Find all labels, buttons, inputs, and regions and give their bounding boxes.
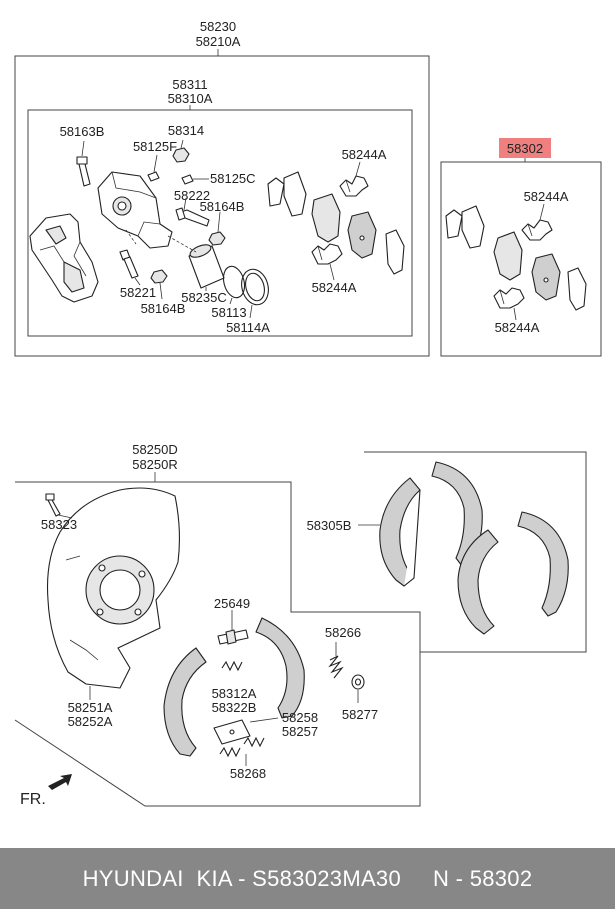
label-58266: 58266 xyxy=(325,625,361,640)
label-58258: 58258 xyxy=(282,710,318,725)
label-58310A: 58310A xyxy=(168,91,213,106)
pad-outer-caliper xyxy=(347,211,377,259)
caliper-subassembly-box xyxy=(27,109,413,337)
label-58322B: 58322B xyxy=(212,700,257,715)
backing-plate xyxy=(47,487,180,689)
label-58305B: 58305B xyxy=(307,518,352,533)
piston-58235C xyxy=(188,244,225,289)
label-58302: 58302 xyxy=(507,141,543,156)
label-58221: 58221 xyxy=(120,285,156,300)
pad-outer-kit xyxy=(531,253,561,301)
bolt-58163B xyxy=(76,156,91,187)
label-fr: FR. xyxy=(20,791,46,808)
spring-58266 xyxy=(328,655,344,679)
pad-inner-kit xyxy=(493,231,523,281)
seal-58113 xyxy=(222,265,246,299)
lever-58258 xyxy=(213,719,251,745)
pad-kit-box xyxy=(440,161,602,357)
label-58113: 58113 xyxy=(211,305,246,320)
clip-58244A-top xyxy=(339,175,369,197)
label-58114A: 58114A xyxy=(226,320,270,335)
label-58163B: 58163B xyxy=(60,124,105,139)
clip-58244A-kit-bottom xyxy=(493,287,525,309)
label-58312A: 58312A xyxy=(212,686,257,701)
clip-58244A-mid xyxy=(311,243,343,265)
boot-58114A xyxy=(241,268,269,306)
label-58244A-top: 58244A xyxy=(342,147,387,162)
shim-right-kit xyxy=(567,267,587,311)
spring-58268 xyxy=(219,736,265,758)
cap-58125F xyxy=(147,171,160,182)
bolt-58323 xyxy=(45,493,61,517)
label-25649: 25649 xyxy=(214,596,250,611)
parking-brake-box xyxy=(14,481,421,807)
label-58244A-kit-top: 58244A xyxy=(524,189,569,204)
label-58311: 58311 xyxy=(172,77,207,92)
label-58164B-top: 58164B xyxy=(200,199,245,214)
label-58164B-bottom: 58164B xyxy=(141,301,186,316)
nut-58164B-bottom xyxy=(150,269,168,284)
shim-right-caliper xyxy=(385,229,405,275)
parking-shoes xyxy=(163,617,305,757)
caliper-carrier xyxy=(97,171,173,249)
footer-bar: HYUNDAI KIA - S583023MA30 N - 58302 xyxy=(0,848,615,909)
spring-58312A xyxy=(221,660,243,672)
label-58252A: 58252A xyxy=(68,714,113,729)
shoe-set-box xyxy=(364,451,587,653)
label-58250R: 58250R xyxy=(132,457,178,472)
clip-58244A-kit-top xyxy=(521,219,553,241)
label-58314: 58314 xyxy=(168,123,204,138)
shim-left-caliper xyxy=(267,171,307,217)
label-58230: 58230 xyxy=(200,19,236,34)
caliper-housing xyxy=(29,213,99,303)
bolt-58221 xyxy=(119,249,139,279)
label-58235C: 58235C xyxy=(181,290,227,305)
label-58244A-mid: 58244A xyxy=(312,280,357,295)
label-58244A-kit-bottom: 58244A xyxy=(495,320,540,335)
cap-58125C xyxy=(181,174,194,185)
washer-58277 xyxy=(351,674,365,690)
adjuster-25649 xyxy=(217,629,249,645)
label-58222: 58222 xyxy=(174,188,210,203)
bolt-58222 xyxy=(175,207,210,227)
label-58250D: 58250D xyxy=(132,442,178,457)
brake-shoe-set-58305B xyxy=(379,461,569,635)
label-58251A: 58251A xyxy=(68,700,113,715)
label-58268: 58268 xyxy=(230,766,266,781)
front-arrow-icon xyxy=(48,774,72,790)
label-58125F: 58125F xyxy=(133,139,177,154)
footer-text: HYUNDAI KIA - S583023MA30 N - 58302 xyxy=(82,865,533,891)
label-58257: 58257 xyxy=(282,724,318,739)
label-58210A: 58210A xyxy=(196,34,241,49)
label-58323: 58323 xyxy=(41,517,77,532)
highlight-58302 xyxy=(499,138,551,158)
nut-58164B-top xyxy=(208,231,226,246)
label-58277: 58277 xyxy=(342,707,378,722)
caliper-assembly-box xyxy=(14,55,430,357)
nut-58314 xyxy=(172,147,190,163)
shim-left-kit xyxy=(445,205,485,249)
pad-inner-caliper xyxy=(311,193,341,243)
label-58125C: 58125C xyxy=(210,171,256,186)
